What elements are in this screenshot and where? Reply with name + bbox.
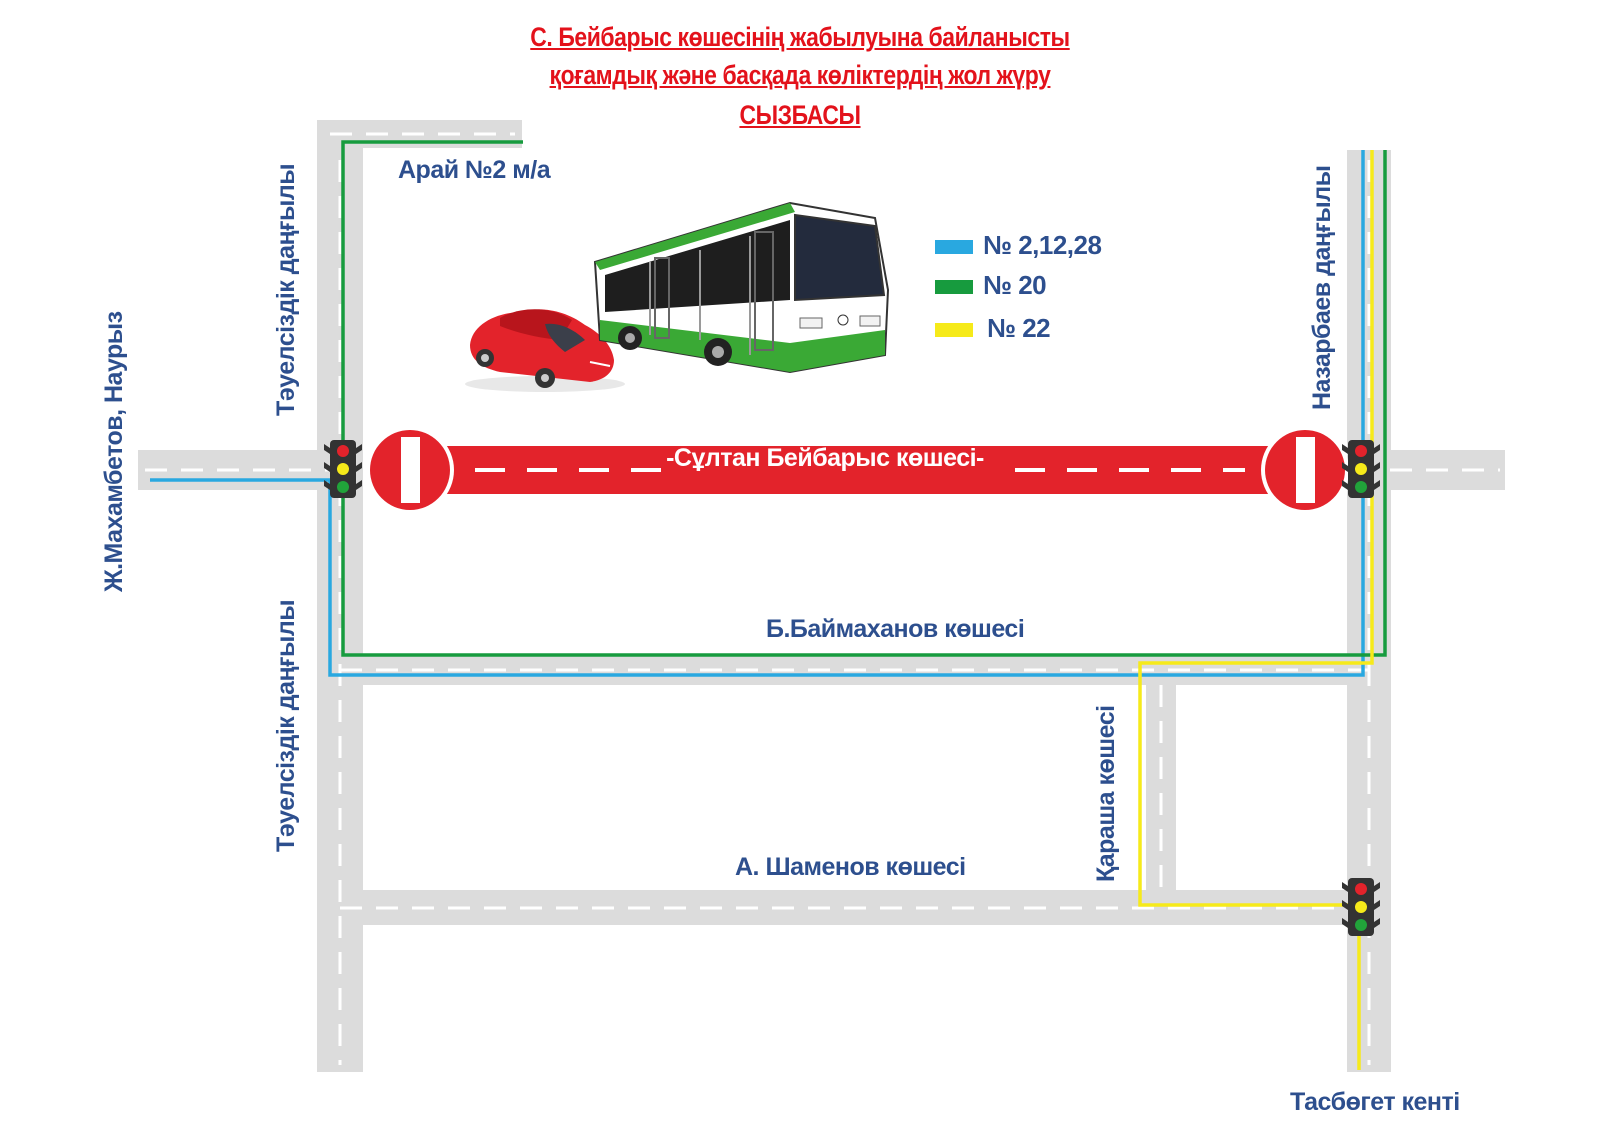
no-entry-sign-east xyxy=(1261,426,1349,514)
label-baimakhanov: Б.Баймаханов көшесі xyxy=(766,615,1025,643)
traffic-light-shamenov xyxy=(1342,878,1380,936)
car-icon xyxy=(465,309,625,392)
label-tauelsizdik-top: Тәуелсіздік даңғылы xyxy=(272,163,300,416)
label-shamenov: А. Шаменов көшесі xyxy=(735,853,966,881)
label-makhambetov: Ж.Махамбетов, Наурыз xyxy=(100,311,128,592)
label-sultan-beibarys: -Сұлтан Бейбарыс көшесі- xyxy=(666,444,984,472)
legend-label: № 22 xyxy=(987,313,1051,343)
route-blue xyxy=(150,150,1365,677)
traffic-light-nazarbayev xyxy=(1342,440,1380,498)
legend-label: № 20 xyxy=(983,270,1047,300)
bus-icon xyxy=(593,201,890,374)
route-green xyxy=(341,140,1387,657)
label-karasha: Қараша көшесі xyxy=(1092,705,1120,882)
label-nazarbayev: Назарбаев даңғылы xyxy=(1308,165,1336,410)
legend-label: № 2,12,28 xyxy=(983,230,1102,260)
map-title-line1: С. Бейбарыс көшесінің жабылуына байланыс… xyxy=(530,22,1070,52)
label-tauelsizdik-bottom: Тәуелсіздік даңғылы xyxy=(272,599,300,852)
no-entry-sign-west xyxy=(366,426,454,514)
lane-markings xyxy=(145,132,1500,1065)
road-makhambetov xyxy=(138,450,358,490)
label-tasboget: Тасбөгет кенті xyxy=(1290,1088,1460,1116)
legend-swatch xyxy=(935,240,973,254)
map-title-line2: қоғамдық және басқада көліктердің жол жү… xyxy=(549,60,1051,90)
closed-street-sultan-beibarys xyxy=(420,446,1300,494)
legend-swatch xyxy=(935,323,973,337)
map-title-line3: СЫЗБАСЫ xyxy=(739,100,861,130)
label-arai: Арай №2 м/а xyxy=(398,156,551,184)
route-yellow xyxy=(1138,150,1374,1070)
traffic-light-tauelsizdik xyxy=(324,440,362,498)
legend-swatch xyxy=(935,280,973,294)
